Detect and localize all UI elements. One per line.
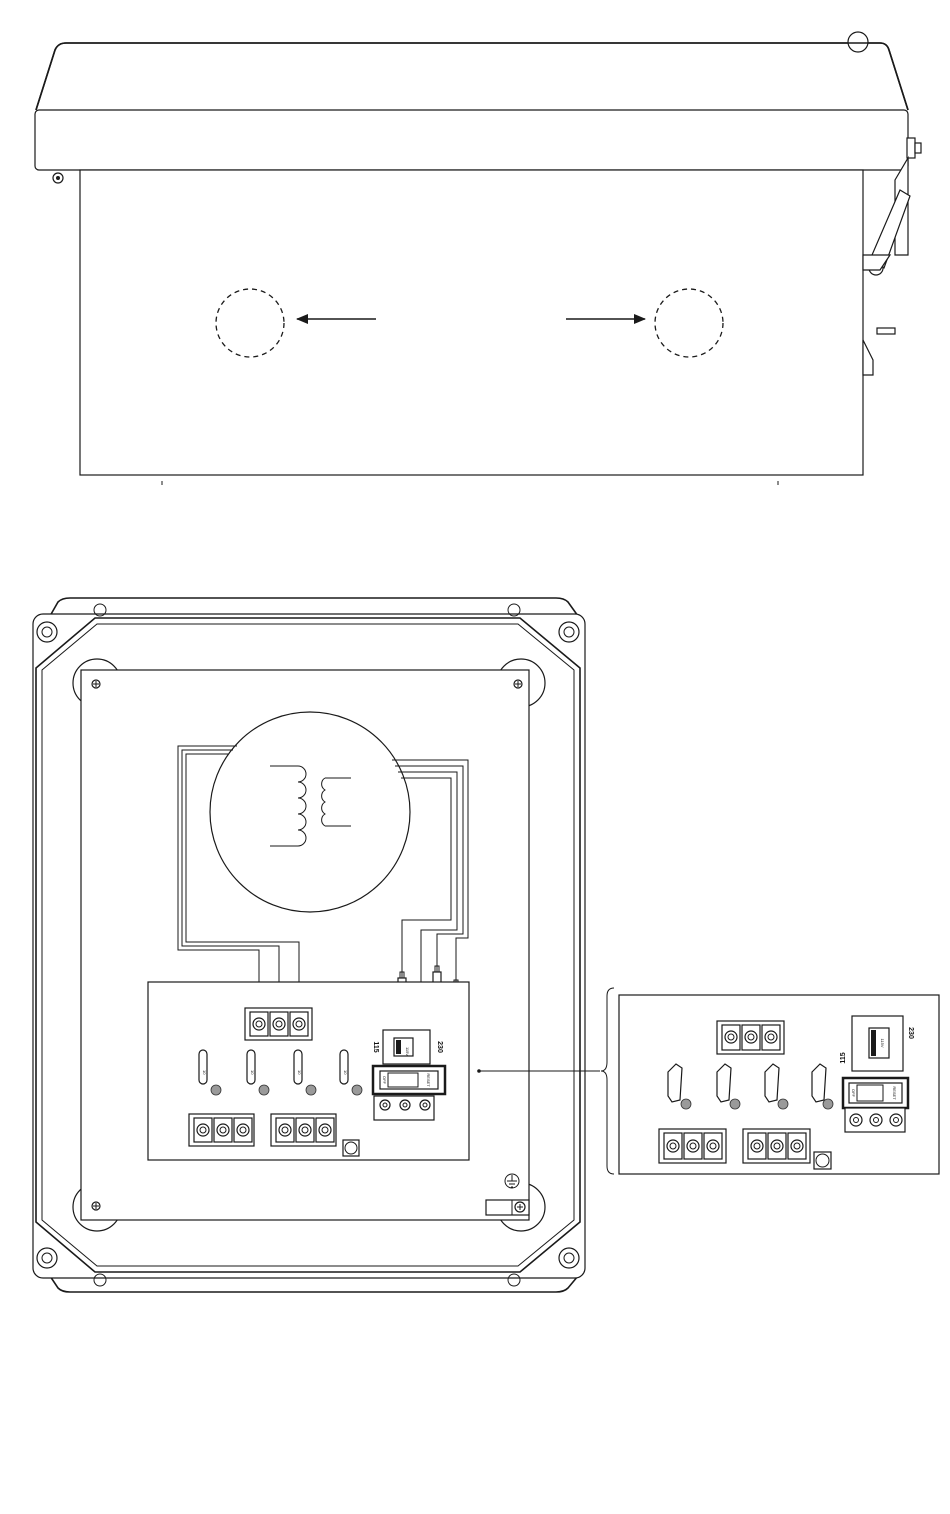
enclosure-outer (50, 598, 578, 616)
svg-text:RESET: RESET (892, 1086, 897, 1100)
voltage-label-230: 230 (436, 1041, 443, 1053)
svg-text:OFF: OFF (851, 1089, 856, 1098)
box-body (80, 170, 863, 475)
svg-text:115V: 115V (880, 1038, 885, 1047)
detail-view: 115V 115 230 OFF RESET (601, 988, 939, 1174)
lid-band (35, 110, 908, 170)
side-view (35, 32, 921, 485)
transformer (210, 712, 410, 912)
detail-brace (601, 988, 614, 1174)
detail-voltage-label-230: 230 (907, 1027, 914, 1039)
certification-logo-icon (343, 1140, 359, 1156)
front-view: 10 10 10 10 115V 115 230 (33, 598, 600, 1292)
ground-terminal (486, 1200, 529, 1215)
terminal-block-top (245, 1008, 312, 1040)
svg-text:OFF: OFF (382, 1076, 387, 1085)
terminal-block-bottom-right (271, 1114, 336, 1146)
detail-terminal-block-bottom-right (743, 1129, 810, 1163)
svg-text:10: 10 (297, 1070, 302, 1075)
svg-text:10: 10 (343, 1070, 348, 1075)
latch (863, 138, 921, 375)
voltage-label-115: 115 (372, 1041, 379, 1052)
detail-terminal-block-small (845, 1108, 905, 1132)
lid-knob (848, 32, 868, 52)
detail-voltage-label-115: 115 (840, 1052, 847, 1063)
detail-certification-logo-icon (814, 1152, 831, 1169)
detail-terminal-block-top (717, 1021, 784, 1054)
svg-text:10: 10 (202, 1070, 207, 1075)
detail-power-reset-switch[interactable]: OFF RESET (843, 1078, 908, 1108)
detail-terminal-block-bottom-left (659, 1129, 726, 1163)
svg-text:RESET: RESET (426, 1073, 431, 1087)
terminal-block-bottom-left (189, 1114, 254, 1146)
terminal-block-small (374, 1096, 434, 1120)
lid-top (36, 43, 908, 110)
svg-text:115V: 115V (405, 1047, 410, 1056)
svg-text:10: 10 (250, 1070, 255, 1075)
